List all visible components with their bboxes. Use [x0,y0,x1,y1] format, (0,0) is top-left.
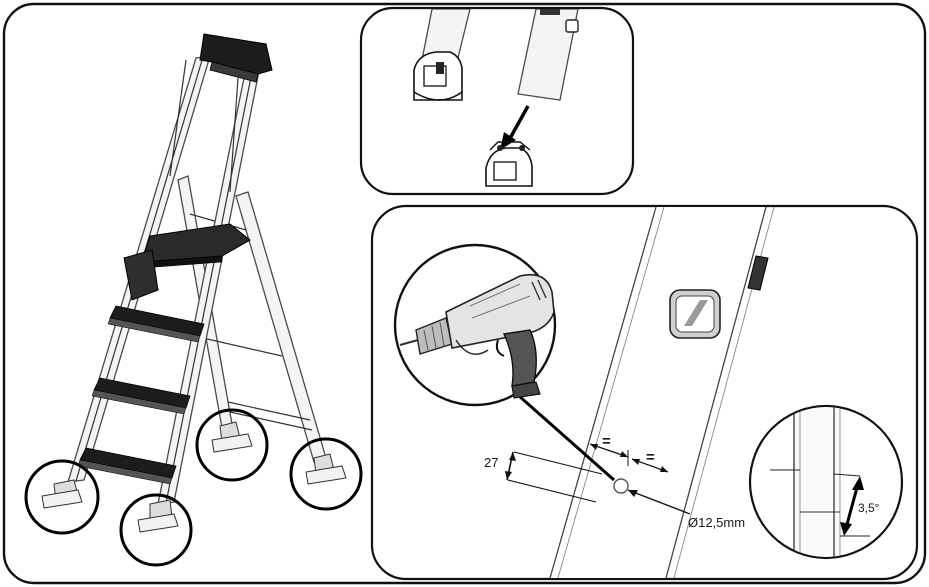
leg-side-slot [747,255,769,291]
angle-arrow-head-top [852,476,864,490]
foot-front-left [41,479,83,509]
rear-cross-bar [193,335,283,357]
equal-label-right: = [646,449,655,466]
detail-arrow-head [500,132,516,150]
foot-highlight-circle-3 [195,408,269,482]
equal-label-left: = [602,433,611,450]
drill-leader-line [509,386,615,482]
ladder-illustration [24,33,363,567]
foot-highlight-circle-4 [289,437,363,511]
rear-brace-bottom-2 [229,411,313,431]
foot-attach-detail-panel [359,6,635,196]
rear-brace-bottom [227,401,311,421]
foot-rear-left [211,421,253,453]
step-1-face [107,317,201,343]
dimension-depth: 27 [484,451,603,503]
leg-square-hole [669,289,721,339]
foot-highlight-circle-1 [24,459,100,535]
angle-detail: 3,5° [748,404,904,560]
drill-mark [613,478,629,494]
leg-profile-left-edge [549,207,657,578]
dimension-equal-spacing: = = [589,433,669,473]
detail-leg-cap [540,9,560,15]
detail-leg-hole [565,19,579,33]
foot-front-right [137,499,179,533]
depth-label: 27 [484,455,498,470]
detail-foot-to-insert [485,141,533,187]
front-rail-right-edge [165,66,254,504]
angle-arrow-head-bottom [840,522,852,536]
detail-foot-mounted [413,51,463,101]
leg-profile-left-inner [557,207,665,578]
detail-leg-right [517,9,579,101]
leg-profile-right-edge [665,207,767,578]
angle-label: 3,5° [858,501,880,515]
handrail-upright-right [229,77,239,193]
drilling-detail-panel: 27 = = Ø12,5mm [370,204,919,581]
hole-diameter-arrow [628,490,638,497]
hole-diameter-label: Ø12,5mm [688,515,745,530]
drill-icon [399,273,555,399]
detail-arrow-shaft [506,105,530,143]
foot-rear-right [305,453,347,485]
handrail-upright-left [169,59,187,177]
top-handle-face [209,61,259,83]
tool-tray [123,249,159,301]
angle-arrow-shaft [844,483,860,529]
hole-diameter-leader [627,489,691,515]
step-2-face [91,389,187,415]
foot-highlight-circle-2 [119,493,193,567]
